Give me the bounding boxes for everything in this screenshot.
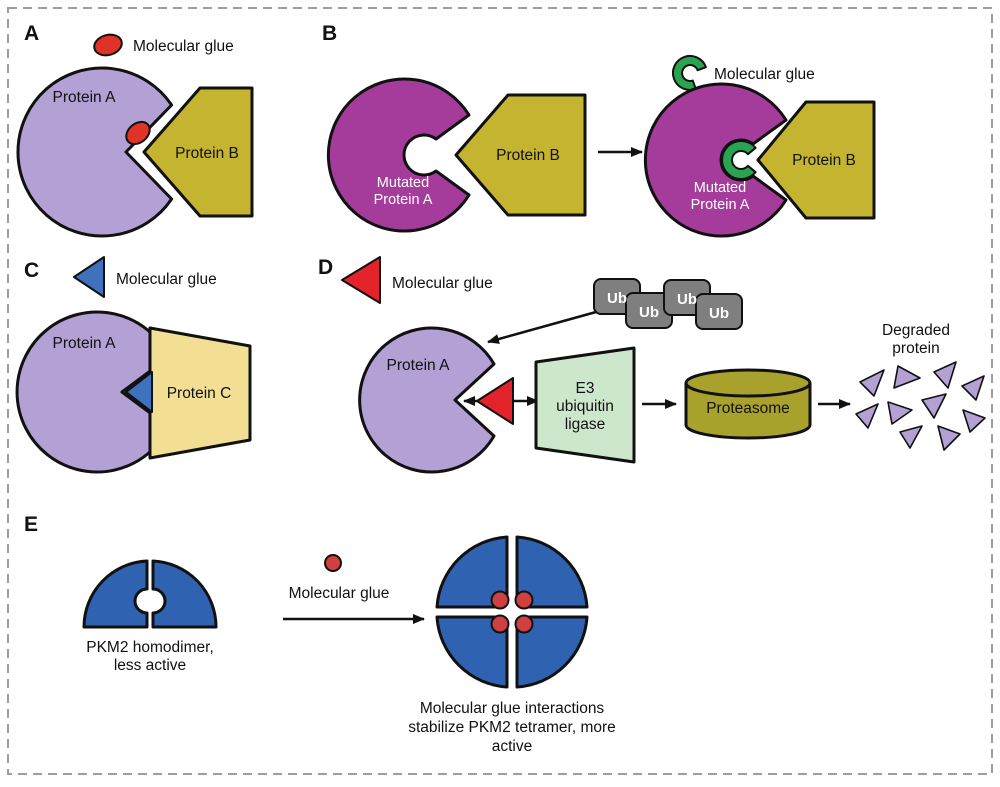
panel-e-letter: E [24,513,38,536]
glue-dot [490,614,510,634]
molecular-glue-triangle-bound [125,371,153,413]
molecular-glue-red-triangle-bound [476,377,514,425]
panel-c: C Molecular glue Protein A Protein C [15,256,252,474]
panel-a-letter: A [24,22,39,45]
protein-a-label-d: Protein A [387,357,451,374]
pkm2-dimer-right [151,559,218,629]
protein-c-shape [148,326,252,460]
glue-dot [490,590,510,610]
glue-dot [514,614,534,634]
protein-b-label-unbound: Protein B [496,147,560,164]
protein-a-shape-c [15,310,171,474]
e3-ligase-label-2: ubiquitin [556,398,614,415]
proteasome-label: Proteasome [706,400,790,417]
pkm2-tetramer [435,535,589,689]
protein-c-label: Protein C [167,385,232,402]
e3-ligase-label-3: ligase [565,416,606,433]
panel-a: A Molecular glue Protein A Protein B [16,22,254,238]
molecular-glue-dot-icon [324,554,342,572]
mutated-protein-a-bound-label-1: Mutated [694,180,746,196]
protein-b-label-bound: Protein B [792,152,856,169]
panel-d: D Molecular glue Ub Ub Ub Ub Protein A E… [318,256,986,474]
mutated-protein-a-bound-label-2: Protein A [691,197,750,213]
homodimer-label-2: less active [114,657,186,674]
ubiquitin-label: Ub [607,290,627,307]
molecular-glue-label-b: Molecular glue [714,66,815,83]
molecular-glue-red-triangle-icon [341,256,381,304]
mutated-protein-a-label-1: Mutated [377,175,429,191]
molecular-glue-oval-icon [93,33,123,57]
panel-e: E PKM2 homodimer, less active Molecular … [24,513,616,755]
protein-a-label: Protein A [53,89,117,106]
tetramer-caption-2: stabilize PKM2 tetramer, more [408,719,616,736]
degraded-protein-label-2: protein [892,340,939,357]
protein-b-shape-bound [756,100,876,220]
mutated-protein-a-label-2: Protein A [374,192,433,208]
molecular-glue-label-c: Molecular glue [116,271,217,288]
protein-a-shape-d [358,326,496,474]
protein-b-shape [142,86,254,218]
proteasome-cylinder [684,368,812,440]
glue-dot [514,590,534,610]
molecular-glue-crescent-bound [721,140,757,180]
protein-b-shape-unbound [454,93,587,217]
tetramer-caption-3: active [492,738,533,755]
mutated-protein-a-shape [326,77,471,233]
figure-border [7,7,993,775]
molecular-glue-triangle-icon [73,256,105,298]
molecular-glue-label-d: Molecular glue [392,275,493,292]
panel-c-letter: C [24,259,39,282]
homodimer-label-1: PKM2 homodimer, [86,639,214,656]
ubiquitin-label: Ub [677,291,697,308]
molecular-glue-label-a: Molecular glue [133,38,234,55]
ubiquitin-to-protein-arrow [487,310,597,344]
panel-d-letter: D [318,256,333,279]
ubiquitin-chain: Ub Ub Ub Ub [593,278,743,330]
degraded-protein-fragments [855,361,986,451]
molecular-glue-label-e: Molecular glue [289,585,390,602]
tetramer-caption-1: Molecular glue interactions [420,700,605,717]
pkm2-dimer-left [82,559,149,629]
protein-b-label: Protein B [175,145,239,162]
protein-a-label-c: Protein A [53,335,117,352]
molecular-glue-oval-bound [125,120,151,146]
panel-b: B Mutated Protein A Protein B Molecular … [322,22,876,238]
ubiquitin-label: Ub [639,304,659,321]
degraded-protein-label-1: Degraded [882,322,950,339]
protein-a-shape [16,66,174,238]
ubiquitin-label: Ub [709,305,729,322]
e3-ligase-shape [534,346,636,464]
panel-b-letter: B [322,22,337,45]
ubiquitin-box [695,293,743,330]
pkm2-homodimer [82,559,218,629]
e3-ligase-label-1: E3 [576,380,595,397]
molecular-glue-dots-bound [490,590,534,634]
